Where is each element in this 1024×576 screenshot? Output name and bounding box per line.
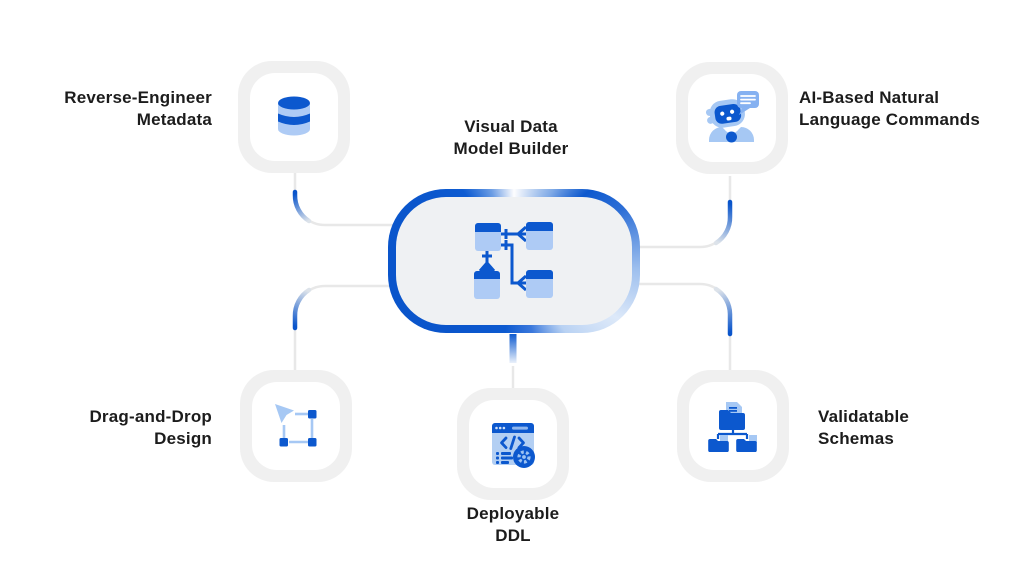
connector-bottom-left-highlight [292,287,312,331]
feature-card-inner [469,400,557,488]
feature-card-validatable-schemas [677,370,789,482]
connector-bottom-left [293,284,400,370]
er-diagram-icon [474,222,553,299]
connector-bottom-right [628,282,732,370]
feature-card-inner [688,74,776,162]
feature-label-drag-drop: Drag-and-Drop Design [89,407,212,449]
feature-card-reverse-engineer [238,61,350,173]
connector-top-right [630,176,732,249]
connector-top-left-highlight [292,189,312,224]
feature-card-inner [252,382,340,470]
feature-label-validatable-schemas: Validatable Schemas [818,407,910,449]
chatbot-icon [705,91,759,143]
feature-card-drag-drop [240,370,352,482]
connector-top-left [293,173,400,227]
connector-bottom-right-highlight [713,286,733,337]
feature-label-deployable-ddl: Deployable DDL [466,504,560,546]
center-card-inner [396,197,632,325]
database-icon [278,96,310,136]
drag-select-icon [275,404,317,447]
center-title: Visual Data Model Builder [453,117,569,159]
feature-card-deployable-ddl [457,388,569,500]
connector-top-right-highlight [713,199,733,246]
schema-folders-icon [708,402,757,452]
feature-card-inner [250,73,338,161]
feature-card-ai-commands [676,62,788,174]
center-card [388,189,640,333]
feature-card-inner [689,382,777,470]
feature-label-reverse-engineer: Reverse-Engineer Metadata [64,88,212,130]
feature-label-ai-commands: AI-Based Natural Language Commands [799,88,980,130]
code-window-icon [492,423,535,468]
